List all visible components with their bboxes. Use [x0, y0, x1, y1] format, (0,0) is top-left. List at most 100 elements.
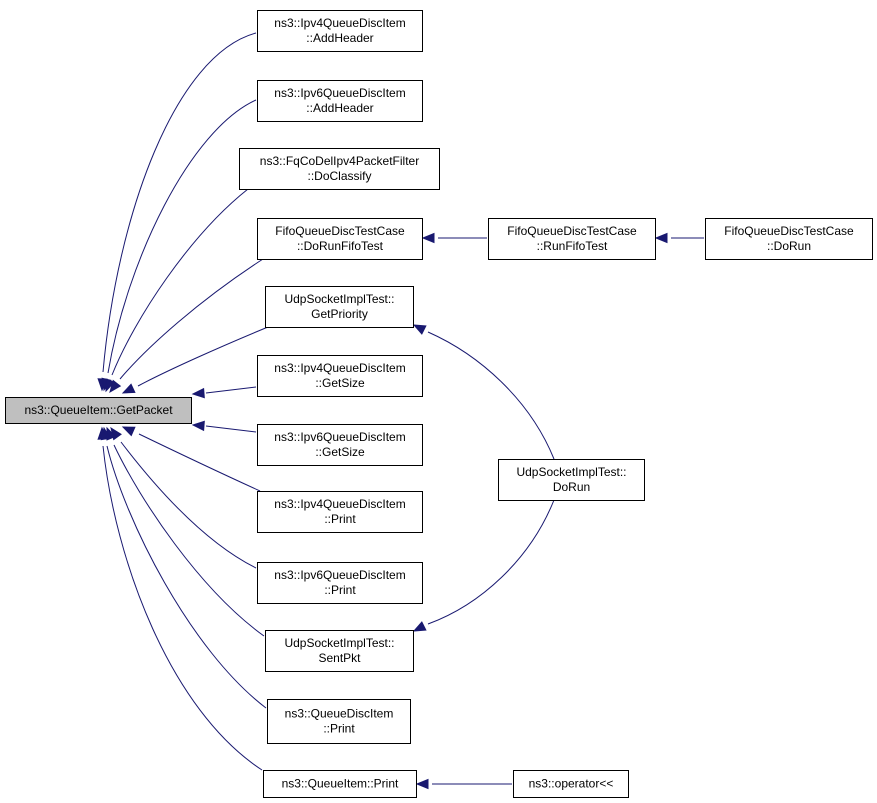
node-ipv4-addheader[interactable]: ns3::Ipv4QueueDiscItem::AddHeader — [257, 10, 423, 52]
edge-line — [427, 499, 555, 625]
node-label: ns3::operator<< — [529, 777, 614, 791]
node-label: ns3::Ipv6QueueDiscItem — [274, 568, 405, 582]
arrowhead-icon — [412, 324, 427, 335]
node-ipv6-getsize[interactable]: ns3::Ipv6QueueDiscItem::GetSize — [257, 424, 423, 466]
node-box — [498, 459, 645, 501]
edge-ipv6-print-to-root — [110, 426, 257, 569]
node-box — [263, 770, 417, 798]
edge-udp-dorun-to-udp-sentpkt — [412, 499, 555, 632]
edge-ipv4-getsize-to-root — [191, 386, 257, 399]
node-label: SentPkt — [318, 651, 361, 665]
node-box — [257, 562, 423, 604]
node-box — [257, 10, 423, 52]
node-box — [705, 218, 873, 260]
node-root: ns3::QueueItem::GetPacket — [5, 397, 192, 424]
node-label: ::DoRunFifoTest — [297, 239, 384, 253]
node-label: ns3::Ipv6QueueDiscItem — [274, 86, 405, 100]
node-ipv4-print[interactable]: ns3::Ipv4QueueDiscItem::Print — [257, 491, 423, 533]
edge-line — [205, 386, 257, 394]
arrowhead-icon — [191, 420, 205, 432]
node-label: ::AddHeader — [306, 101, 373, 115]
node-box — [265, 286, 414, 328]
edge-fifo-dorun-to-fifo-runfifotest — [654, 232, 705, 244]
edge-udp-getpriority-to-root — [121, 326, 269, 394]
node-label: ::DoClassify — [307, 169, 371, 183]
node-ipv6-print[interactable]: ns3::Ipv6QueueDiscItem::Print — [257, 562, 423, 604]
node-label: ns3::QueueItem::Print — [282, 777, 399, 791]
node-ipv6-addheader[interactable]: ns3::Ipv6QueueDiscItem::AddHeader — [257, 80, 423, 122]
node-box — [267, 699, 411, 744]
node-label: ::Print — [323, 722, 355, 736]
node-label: ::AddHeader — [306, 31, 373, 45]
arrowhead-icon — [97, 426, 108, 440]
node-label: ::DoRun — [767, 239, 811, 253]
edge-udp-sentpkt-to-root — [106, 426, 265, 637]
edge-operator-lshift-to-queueitem-print — [415, 778, 512, 790]
node-udp-sentpkt[interactable]: UdpSocketImplTest::SentPkt — [265, 630, 414, 672]
node-label: ::RunFifoTest — [537, 239, 608, 253]
node-label: ::Print — [324, 583, 356, 597]
node-label: FifoQueueDiscTestCase — [507, 224, 637, 238]
node-udp-dorun[interactable]: UdpSocketImplTest::DoRun — [498, 459, 645, 501]
arrowhead-icon — [421, 232, 435, 244]
edge-line — [102, 445, 263, 771]
edge-fifo-dorunfifotest-to-root — [109, 258, 264, 394]
edge-queuediscitem-print-to-root — [100, 426, 267, 709]
node-box — [257, 424, 423, 466]
edge-line — [137, 326, 269, 387]
edge-fqcodel-doclassify-to-root — [105, 188, 249, 393]
edge-line — [205, 425, 257, 433]
arrowhead-icon — [121, 426, 136, 437]
node-label: ns3::Ipv4QueueDiscItem — [274, 361, 405, 375]
edge-fifo-runfifotest-to-fifo-dorunfifotest — [421, 232, 488, 244]
node-box — [5, 397, 192, 424]
arrowhead-icon — [654, 232, 668, 244]
node-fifo-dorun[interactable]: FifoQueueDiscTestCase::DoRun — [705, 218, 873, 260]
edge-line — [119, 258, 264, 380]
edge-line — [427, 331, 555, 460]
node-queuediscitem-print[interactable]: ns3::QueueDiscItem::Print — [267, 699, 411, 744]
arrowhead-icon — [415, 778, 429, 790]
node-label: ns3::Ipv4QueueDiscItem — [274, 16, 405, 30]
node-box — [257, 355, 423, 397]
node-box — [257, 491, 423, 533]
node-label: DoRun — [553, 480, 590, 494]
edge-line — [120, 441, 257, 569]
node-label: FifoQueueDiscTestCase — [724, 224, 854, 238]
node-box — [488, 218, 656, 260]
node-box — [257, 218, 423, 260]
edge-line — [113, 444, 265, 637]
node-label: ns3::Ipv6QueueDiscItem — [274, 430, 405, 444]
node-fifo-runfifotest[interactable]: FifoQueueDiscTestCase::RunFifoTest — [488, 218, 656, 260]
node-label: ns3::QueueItem::GetPacket — [24, 403, 173, 417]
node-ipv4-getsize[interactable]: ns3::Ipv4QueueDiscItem::GetSize — [257, 355, 423, 397]
node-udp-getpriority[interactable]: UdpSocketImplTest::GetPriority — [265, 286, 414, 328]
node-box — [265, 630, 414, 672]
edge-line — [138, 433, 261, 492]
node-label: ns3::FqCoDelIpv4PacketFilter — [260, 154, 419, 168]
node-operator-lshift[interactable]: ns3::operator<< — [513, 770, 629, 798]
node-fifo-dorunfifotest[interactable]: FifoQueueDiscTestCase::DoRunFifoTest — [257, 218, 423, 260]
node-queueitem-print[interactable]: ns3::QueueItem::Print — [263, 770, 417, 798]
edge-ipv6-getsize-to-root — [191, 420, 257, 433]
edge-udp-dorun-to-udp-getpriority — [412, 324, 555, 460]
node-box — [239, 148, 440, 190]
arrowhead-icon — [191, 387, 205, 399]
node-label: UdpSocketImplTest:: — [284, 292, 394, 306]
node-label: GetPriority — [311, 307, 368, 321]
edge-line — [111, 188, 249, 376]
node-box — [257, 80, 423, 122]
node-label: UdpSocketImplTest:: — [516, 465, 626, 479]
edge-ipv4-addheader-to-root — [97, 32, 257, 392]
edge-queueitem-print-to-root — [97, 426, 263, 771]
arrowhead-icon — [121, 383, 136, 394]
edge-line — [102, 32, 257, 373]
node-label: ns3::Ipv4QueueDiscItem — [274, 497, 405, 511]
node-fqcodel-doclassify[interactable]: ns3::FqCoDelIpv4PacketFilter::DoClassify — [239, 148, 440, 190]
node-label: ns3::QueueDiscItem — [285, 707, 394, 721]
node-label: UdpSocketImplTest:: — [284, 636, 394, 650]
node-label: ::Print — [324, 512, 356, 526]
arrowhead-icon — [109, 379, 122, 394]
arrowhead-icon — [412, 621, 427, 632]
